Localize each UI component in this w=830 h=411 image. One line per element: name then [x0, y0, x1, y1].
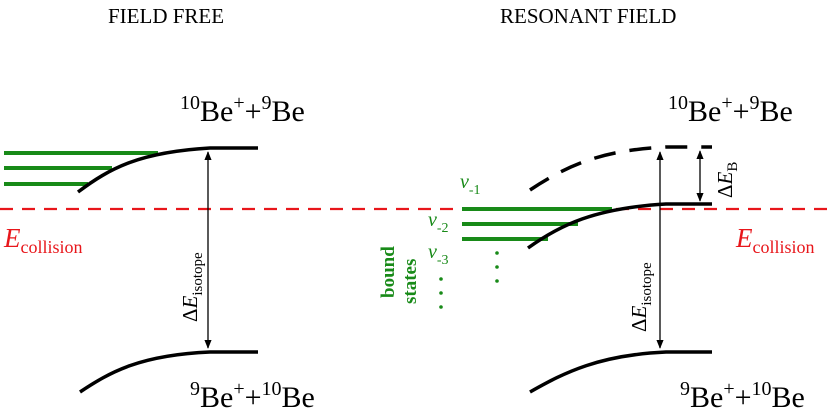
- left-panel-title: FIELD FREE: [108, 4, 224, 28]
- left-lower-asymptote-label: 9Be++10Be: [190, 378, 315, 411]
- right-lower-asymptote-label: 9Be++10Be: [680, 378, 805, 411]
- left-upper-asymptote-label: 10Be++9Be: [180, 92, 305, 128]
- left-panel: 10Be++9Be 9Be++10Be ΔEisotope Ecollision: [3, 92, 315, 411]
- left-bound-state-levels: [4, 151, 158, 186]
- left-lower-potential-curve: [79, 350, 258, 394]
- vibrational-level-label: v-2: [428, 209, 449, 236]
- bound-states-label-line2: states: [400, 259, 421, 304]
- right-collision-energy-label: Ecollision: [735, 223, 815, 257]
- left-isotope-gap-label: ΔEisotope: [178, 252, 206, 322]
- right-panel: 10Be++9Be 9Be++10Be ΔEisotope ΔEB Ecolli…: [378, 92, 815, 411]
- right-isotope-gap-label: ΔEisotope: [627, 262, 655, 332]
- bound-states-label-line1: bound: [378, 246, 399, 298]
- zeeman-shift-label: ΔEB: [713, 162, 741, 198]
- left-collision-energy-label: Ecollision: [3, 223, 83, 257]
- more-levels-ellipsis: [439, 251, 499, 309]
- right-upper-potential-curve: [526, 202, 712, 250]
- vibrational-level-label: v-3: [428, 241, 449, 268]
- right-panel-title: RESONANT FIELD: [500, 4, 676, 28]
- left-upper-potential-curve: [76, 146, 258, 194]
- right-lower-potential-curve: [529, 350, 712, 394]
- right-upper-asymptote-label: 10Be++9Be: [668, 92, 793, 128]
- right-shifted-potential-curve: [529, 145, 712, 192]
- right-bound-state-levels: [462, 207, 612, 241]
- vibrational-level-label: v-1: [460, 171, 481, 198]
